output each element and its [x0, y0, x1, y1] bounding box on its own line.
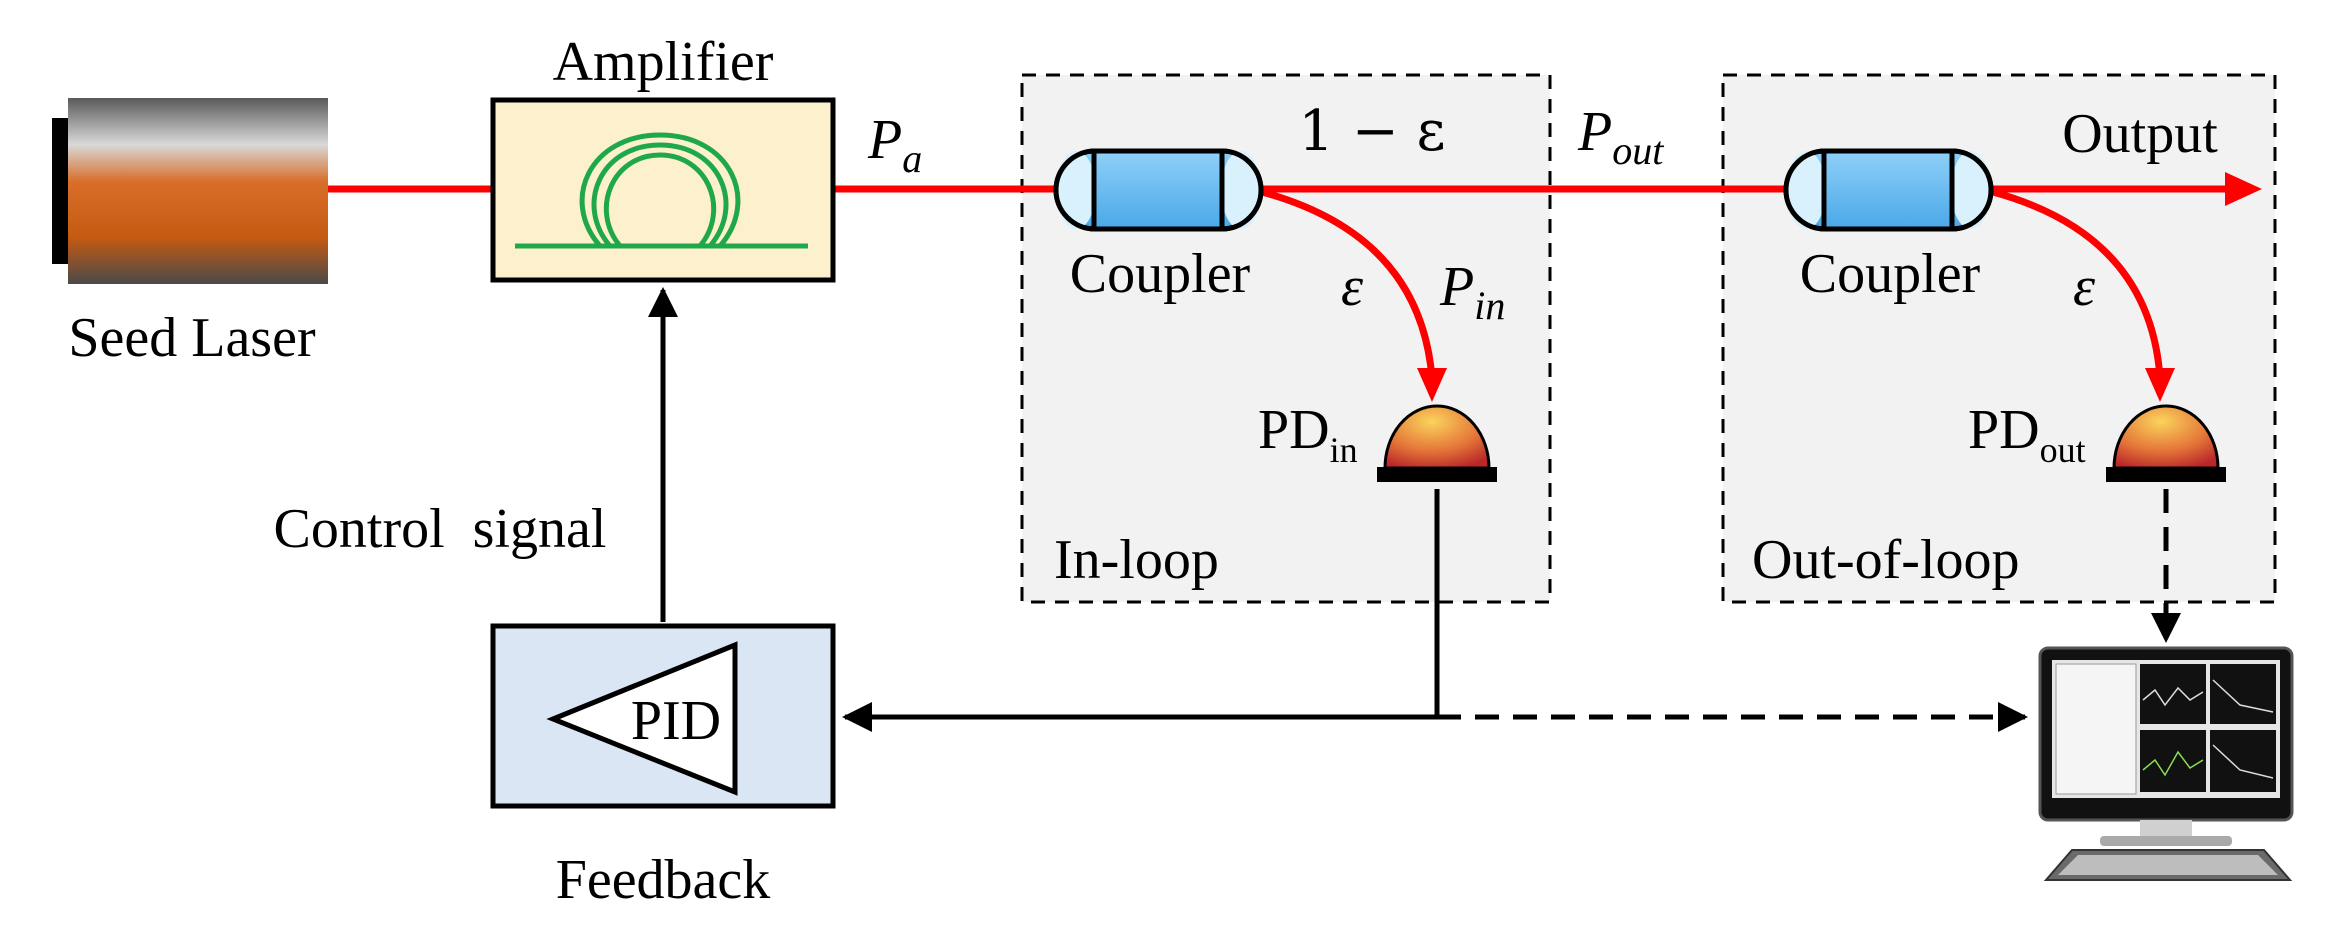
control-signal-label: Control signal [274, 498, 607, 560]
tap-out-arrowhead [2145, 368, 2175, 402]
p-a-base: P [867, 109, 902, 171]
pd-in-label: PDin [1258, 399, 1358, 470]
computer-monitor-icon [2038, 646, 2294, 846]
pd-out-base: PD [1968, 399, 2040, 461]
feedback-label: Feedback [556, 849, 771, 911]
photodiode-in-icon [1377, 404, 1497, 482]
coupler-in-label: Coupler [1070, 243, 1251, 305]
in-loop-label: In-loop [1054, 529, 1219, 591]
split-ratio-label: 1 − ε [1298, 99, 1445, 164]
p-in-label: Pin [1439, 256, 1505, 328]
fiber-coil-icon [515, 132, 808, 249]
photodiode-out-icon [2106, 404, 2226, 482]
p-out-base: P [1577, 101, 1612, 163]
coupler-out-icon [1783, 148, 1994, 232]
p-a-label: Pa [867, 109, 922, 181]
keyboard-icon [2043, 849, 2293, 881]
coupler-in-icon [1053, 148, 1264, 232]
out-of-loop-label: Out-of-loop [1752, 529, 2020, 591]
output-label: Output [2062, 103, 2218, 165]
coupler-out-label: Coupler [1800, 243, 1981, 305]
pid-amplifier-symbol [546, 641, 738, 796]
p-a-sub: a [902, 136, 922, 181]
epsilon-in-label: ε [1341, 256, 1364, 318]
tap-in-arrowhead [1417, 368, 1447, 402]
pid-label: PID [631, 690, 721, 752]
epsilon-out-label: ε [2073, 256, 2096, 318]
pd-out-label: PDout [1968, 399, 2086, 470]
output-arrowhead [2225, 172, 2262, 206]
p-out-label: Pout [1577, 101, 1664, 173]
seed-laser-icon [52, 98, 328, 284]
pd-in-base: PD [1258, 399, 1330, 461]
amplifier-label: Amplifier [553, 31, 774, 93]
pd-in-sub: in [1330, 430, 1358, 470]
beam-tap-in [1261, 188, 1436, 379]
p-in-sub: in [1474, 283, 1505, 328]
amplifier-box [490, 97, 836, 283]
p-in-base: P [1439, 256, 1474, 318]
pd-out-sub: out [2040, 430, 2086, 470]
beam-tap-out [1992, 188, 2164, 379]
p-out-sub: out [1612, 128, 1664, 173]
seed-laser-label: Seed Laser [68, 307, 316, 369]
